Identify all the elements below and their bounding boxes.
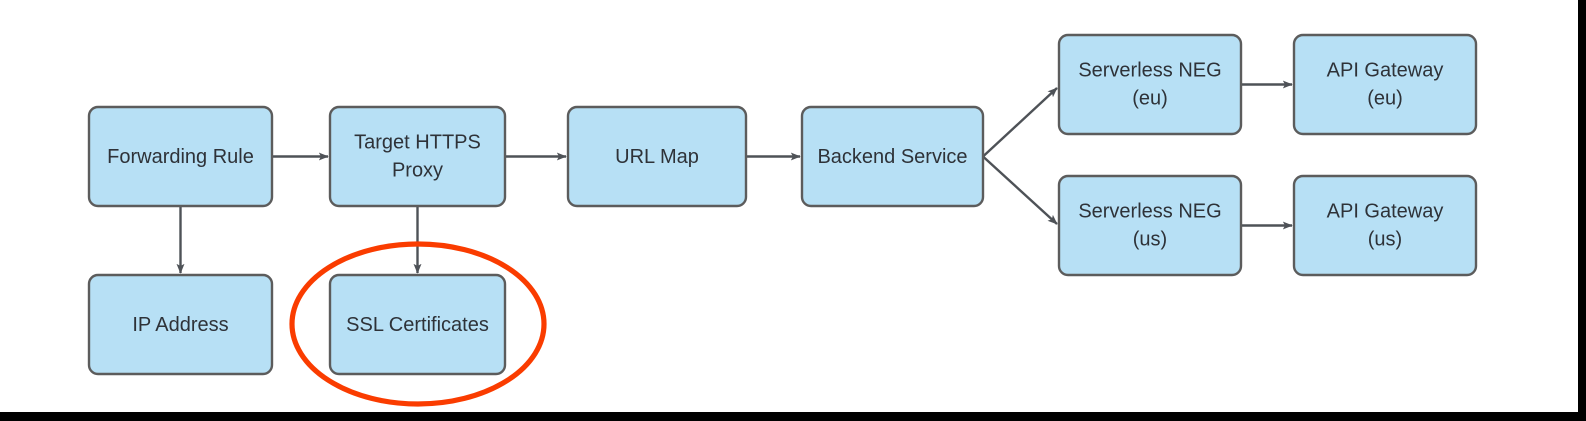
right-frame-bar: [1578, 0, 1586, 421]
node-ip-address-box[interactable]: [87, 273, 274, 376]
node-api-gateway-eu-label-line1: API Gateway: [1327, 59, 1444, 81]
edge-backend-service-to-serverless-neg-us: [982, 155, 1058, 225]
node-url-map-label: URL Map: [615, 146, 699, 168]
node-target-https-proxy-box[interactable]: [328, 105, 507, 208]
node-serverless-neg-eu-label-line1: Serverless NEG: [1078, 59, 1221, 81]
node-forwarding-rule-box[interactable]: [87, 105, 274, 208]
node-serverless-neg-us[interactable]: Serverless NEG (us): [1057, 174, 1243, 277]
node-api-gateway-us[interactable]: API Gateway (us): [1292, 174, 1478, 277]
node-forwarding-rule-label: Forwarding Rule: [107, 146, 254, 168]
node-target-https-proxy[interactable]: Target HTTPS Proxy: [328, 105, 507, 208]
node-api-gateway-us-label-line1: API Gateway: [1327, 200, 1444, 222]
node-api-gateway-us-label-line2: (us): [1368, 228, 1402, 250]
node-target-https-proxy-label-line1: Target HTTPS: [354, 131, 481, 153]
edge-backend-service-to-serverless-neg-eu: [982, 87, 1058, 158]
node-ssl-certificates-box[interactable]: [328, 273, 507, 376]
node-target-https-proxy-label-line2: Proxy: [392, 159, 443, 181]
node-api-gateway-eu[interactable]: API Gateway (eu): [1292, 33, 1478, 136]
node-ssl-certificates[interactable]: SSL Certificates: [328, 273, 507, 376]
node-serverless-neg-eu-label-line2: (eu): [1132, 87, 1168, 109]
node-backend-service[interactable]: Backend Service: [800, 105, 985, 208]
node-serverless-neg-us-box[interactable]: [1057, 174, 1243, 277]
node-ip-address-label: IP Address: [132, 314, 228, 336]
node-serverless-neg-eu-box[interactable]: [1057, 33, 1243, 136]
node-api-gateway-eu-box[interactable]: [1292, 33, 1478, 136]
node-serverless-neg-us-label-line1: Serverless NEG: [1078, 200, 1221, 222]
node-forwarding-rule[interactable]: Forwarding Rule: [87, 105, 274, 208]
node-backend-service-label: Backend Service: [817, 146, 967, 168]
node-api-gateway-us-box[interactable]: [1292, 174, 1478, 277]
node-url-map-box[interactable]: [566, 105, 748, 208]
ssl-certificates-highlight-ellipse: [289, 241, 547, 407]
edge-layer: [176, 80, 1293, 274]
node-serverless-neg-us-label-line2: (us): [1133, 228, 1167, 250]
node-layer: Forwarding Rule Target HTTPS Proxy URL M…: [87, 33, 1478, 376]
node-serverless-neg-eu[interactable]: Serverless NEG (eu): [1057, 33, 1243, 136]
bottom-frame-bar: [0, 412, 1586, 421]
node-ssl-certificates-label: SSL Certificates: [346, 314, 489, 336]
node-ip-address[interactable]: IP Address: [87, 273, 274, 376]
annotation-layer: [289, 241, 547, 407]
node-url-map[interactable]: URL Map: [566, 105, 748, 208]
node-api-gateway-eu-label-line2: (eu): [1367, 87, 1403, 109]
node-backend-service-box[interactable]: [800, 105, 985, 208]
